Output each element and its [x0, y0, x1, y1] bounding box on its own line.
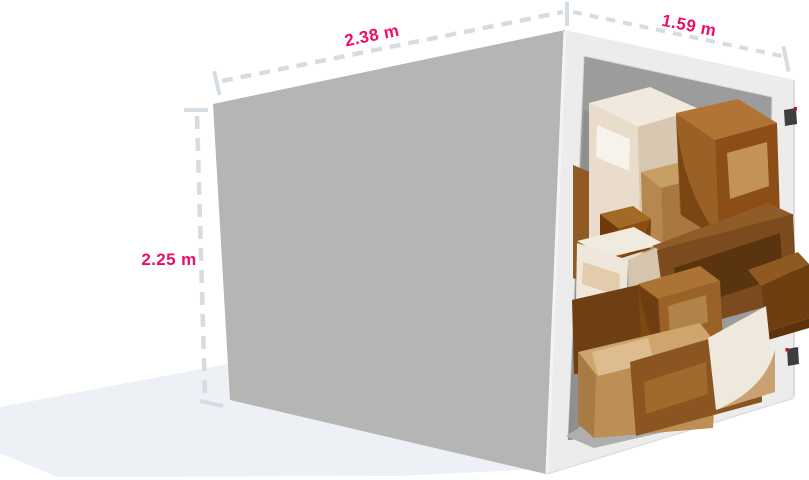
box-label [592, 338, 654, 376]
ground-shadow [0, 364, 561, 477]
box-label [727, 142, 769, 199]
box-label [644, 362, 708, 414]
height-dimension-line [184, 108, 224, 408]
container-front-corner-highlight [545, 30, 567, 474]
storage-container [213, 30, 809, 475]
box-label [596, 125, 630, 171]
width-dimension-line [212, 2, 569, 96]
door-latch-top [784, 107, 797, 126]
box-label [582, 262, 620, 296]
sheet-curl [716, 350, 775, 410]
curled-sheet [708, 306, 775, 410]
cardboard-boxes [572, 87, 809, 438]
box-curl-shadow [676, 115, 719, 239]
frame-bottom-edge [546, 397, 795, 475]
depth-dimension-label: 1.59 m [660, 11, 718, 41]
box-dark-protruding [748, 252, 809, 340]
height-dimension-label: 2.25 m [141, 250, 196, 269]
depth-dimension-line [572, 10, 791, 73]
container-side-panel [213, 30, 565, 474]
dimension-annotations [184, 2, 791, 408]
door-latch-bottom [785, 347, 799, 366]
